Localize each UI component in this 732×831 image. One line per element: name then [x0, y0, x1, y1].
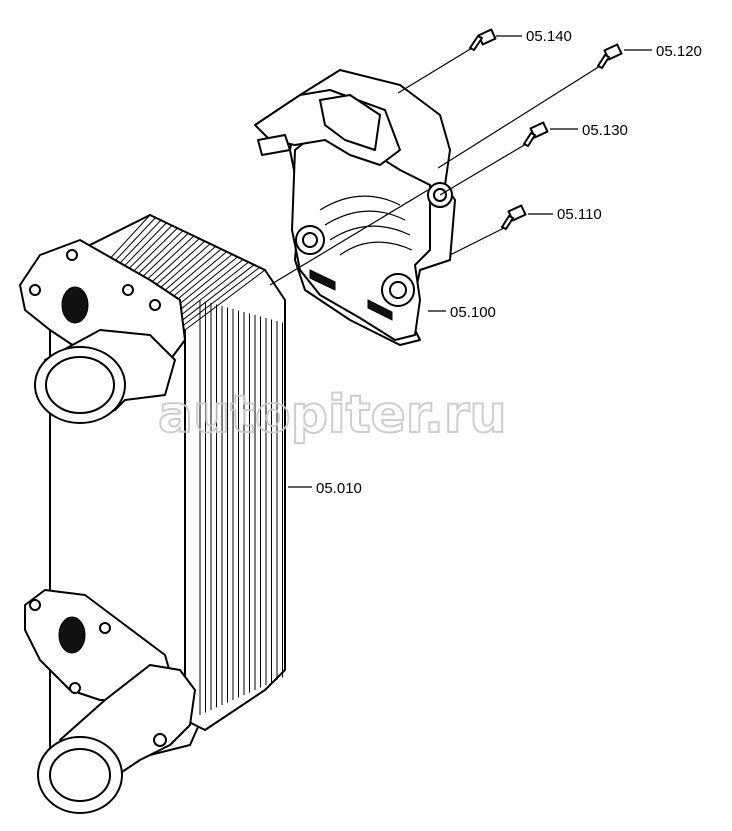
lower-flange-bolt-hole [69, 682, 81, 694]
housing-outlet-port-inner [389, 281, 407, 299]
lower-flange-bolt-hole [29, 599, 41, 611]
oil-cooler-assembly [19, 214, 286, 814]
cooler-housing [254, 69, 456, 346]
housing-ribs [319, 195, 413, 256]
callout-05-110: 05.110 [557, 206, 602, 223]
callout-05-010: 05.010 [316, 480, 362, 497]
housing-label-plate [367, 299, 393, 321]
callout-05-100: 05.100 [450, 304, 496, 321]
watermark: autopiter.ru [158, 385, 507, 445]
upper-flange-bolt-hole [66, 249, 78, 261]
lower-pipe-outlet-inner [49, 748, 111, 802]
upper-port-opening [61, 286, 89, 324]
bolt-05130 [523, 121, 549, 147]
housing-side-tab [257, 134, 291, 156]
lower-flange-bolt-hole [99, 622, 111, 634]
housing-port-inner [302, 232, 318, 248]
cooler-fin-line [180, 267, 260, 328]
bolt-05110 [501, 204, 527, 230]
bolt-05140 [469, 28, 497, 51]
cooler-fin-line [176, 264, 255, 326]
upper-flange-bolt-hole [122, 284, 134, 296]
lower-flange-bolt-hole [153, 733, 167, 747]
housing-label-plate [309, 269, 336, 291]
callout-05-120: 05.120 [656, 43, 702, 60]
callout-05-130: 05.130 [582, 122, 628, 139]
upper-pipe-outlet-inner [45, 356, 115, 414]
upper-flange-bolt-hole [149, 299, 161, 311]
assembly-lines [269, 47, 601, 286]
bolt-05120 [597, 43, 623, 69]
housing-window [319, 94, 381, 151]
cooler-fin-line [184, 269, 266, 331]
cooler-fins [94, 214, 283, 715]
cooler-fin-line [171, 261, 249, 323]
upper-flange-bolt-hole [29, 284, 41, 296]
callout-05-140: 05.140 [526, 28, 572, 45]
callout-leaders [288, 35, 652, 488]
lower-port-opening [58, 616, 86, 654]
